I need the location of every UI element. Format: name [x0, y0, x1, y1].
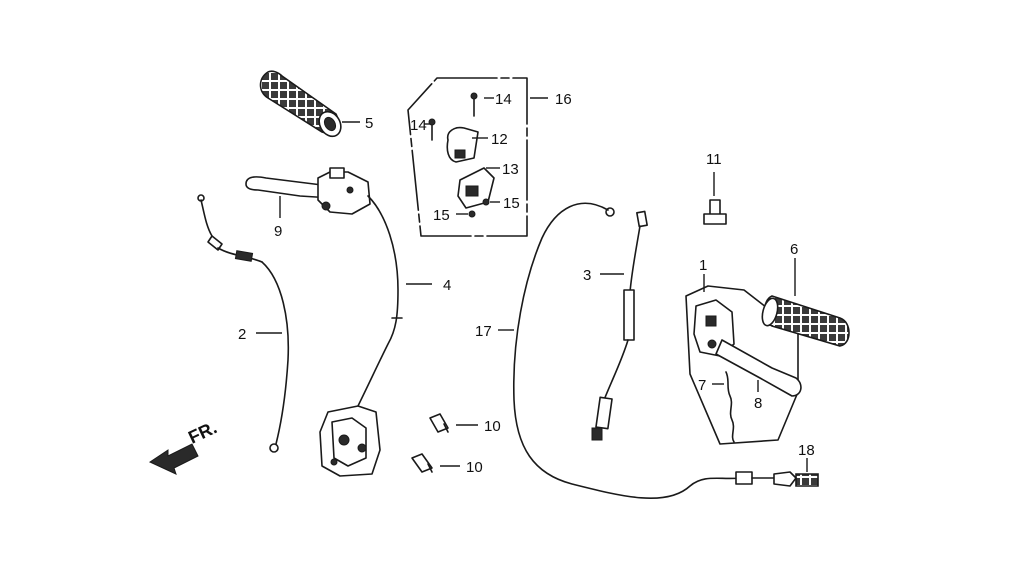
spring-part-7 [725, 371, 735, 443]
switch-assembly-box-part-16 [407, 77, 528, 237]
callout-5: 5 [365, 115, 373, 132]
speedometer-cable-part-3 [591, 210, 648, 441]
bolt-part-10-upper [429, 413, 449, 433]
callout-14-lower: 14 [410, 117, 427, 134]
callout-10-upper: 10 [484, 418, 501, 435]
callout-4: 4 [443, 277, 451, 294]
master-cylinder [317, 167, 371, 215]
bolt-part-11 [703, 199, 727, 225]
callout-9: 9 [274, 223, 282, 240]
adjuster-part-18 [773, 471, 819, 487]
right-grip-part-6 [761, 295, 850, 347]
leader-lines [256, 97, 808, 472]
throttle-cable-part-2 [197, 194, 290, 453]
screw-part-14-lower [428, 118, 436, 141]
callout-3: 3 [583, 267, 591, 284]
callout-17: 17 [475, 323, 492, 340]
screw-part-14-upper [470, 92, 478, 117]
callout-15-left: 15 [433, 207, 450, 224]
callout-2: 2 [238, 326, 246, 343]
callout-11: 11 [706, 151, 722, 168]
bolt-part-10-lower [411, 453, 433, 473]
callout-6: 6 [790, 241, 798, 258]
callout-16: 16 [555, 91, 572, 108]
ball-part-15-left [468, 210, 476, 218]
callout-7: 7 [698, 377, 706, 394]
callout-labels: 5 14 16 14 12 13 15 15 9 4 2 3 17 10 10 … [238, 91, 815, 476]
callout-18: 18 [798, 442, 815, 459]
front-direction-label: FR. [185, 417, 220, 447]
brake-hose-part-4 [355, 195, 399, 411]
switch-upper-housing-part-12 [446, 126, 479, 163]
clutch-cable-part-17 [512, 202, 775, 500]
callout-14-upper: 14 [495, 91, 512, 108]
callout-8: 8 [754, 395, 762, 412]
left-grip-part-5 [259, 70, 342, 138]
ball-part-15-right [482, 198, 490, 206]
front-direction-arrow: FR. [148, 417, 220, 475]
callout-13: 13 [502, 161, 519, 178]
brake-caliper [319, 405, 381, 477]
callout-10-lower: 10 [466, 459, 483, 476]
clutch-lever-part-8 [715, 339, 802, 397]
callout-12: 12 [491, 131, 508, 148]
callout-1: 1 [699, 257, 707, 274]
callout-15-right: 15 [503, 195, 520, 212]
